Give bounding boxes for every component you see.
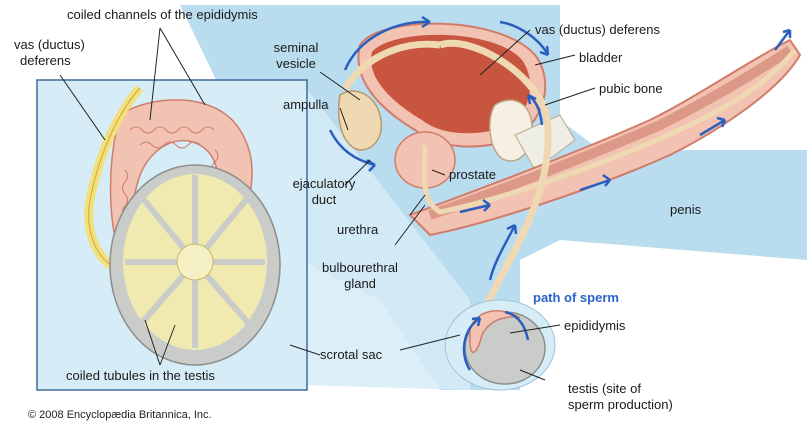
epididymis — [469, 310, 521, 354]
label-ampulla: ampulla — [283, 97, 329, 112]
label-vas-deferens-inset-line2: deferens — [20, 53, 71, 68]
label-urethra: urethra — [337, 222, 379, 237]
label-seminal-vesicle-line2: vesicle — [276, 56, 316, 71]
bladder-interior — [371, 34, 531, 134]
copyright-notice: © 2008 Encyclopædia Britannica, Inc. — [28, 409, 212, 421]
vas-deferens-left — [341, 40, 441, 92]
label-ejaculatory-duct-line2: duct — [311, 192, 337, 207]
label-testis-line2: sperm production) — [568, 397, 673, 412]
seminal-vesicle — [338, 90, 382, 151]
label-path-of-sperm: path of sperm — [533, 290, 619, 305]
sperm-path-arrows — [328, 15, 792, 371]
inset-connector — [300, 80, 470, 390]
label-vas-deferens: vas (ductus) deferens — [535, 22, 661, 37]
label-seminal-vesicle-line1: seminal — [273, 40, 319, 55]
urethra — [421, 48, 797, 215]
label-bladder: bladder — [579, 50, 623, 65]
label-testis-line1: testis (site of — [568, 381, 641, 396]
label-prostate: prostate — [449, 167, 496, 182]
label-ejaculatory-duct-line1: ejaculatory — [292, 176, 356, 191]
label-bulbourethral-gland-line1: bulbourethral — [322, 260, 398, 275]
inset-epididymis-coils — [122, 126, 219, 219]
label-bulbourethral-gland-line2: gland — [344, 276, 376, 291]
penis-corpus — [428, 45, 793, 220]
label-scrotal-sac: scrotal sac — [320, 347, 383, 362]
leader-lines — [59, 27, 596, 381]
label-coiled-channels: coiled channels of the epididymis — [67, 7, 258, 22]
label-penis: penis — [670, 202, 702, 217]
vas-deferens — [438, 39, 552, 322]
label-coiled-tubules: coiled tubules in the testis — [66, 368, 215, 383]
label-epididymis: epididymis — [564, 318, 626, 333]
label-pubic-bone: pubic bone — [599, 81, 663, 96]
inset-rete-testis — [176, 243, 214, 281]
inset-vas-deferens-outline — [88, 87, 141, 271]
label-vas-deferens-inset-line1: vas (ductus) — [14, 37, 85, 52]
